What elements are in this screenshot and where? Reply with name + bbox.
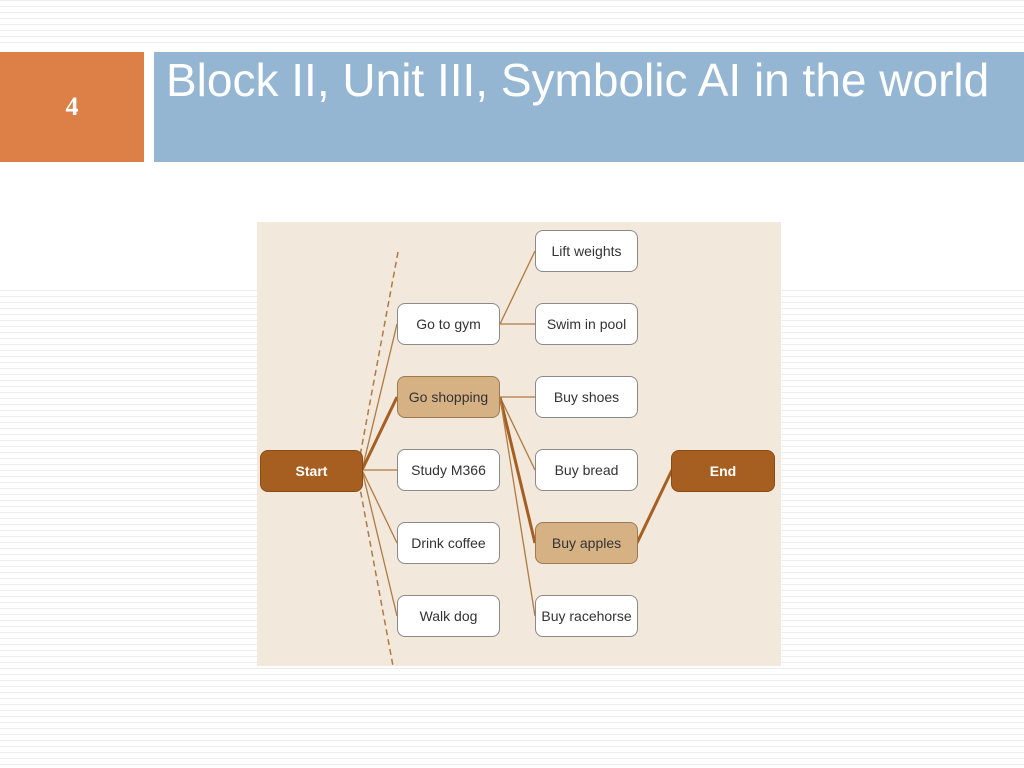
- background-lines-top: [0, 0, 1024, 48]
- edge-shopping-apples: [498, 396, 537, 544]
- node-label: Walk dog: [419, 608, 478, 624]
- edge-start-walk-dog: [361, 469, 398, 617]
- node-drink-coffee: Drink coffee: [397, 522, 500, 564]
- edge-start-go-to-gym: [361, 323, 398, 471]
- edge-gym-lift-weights: [499, 250, 536, 325]
- title-bar: Block II, Unit III, Symbolic AI in the w…: [154, 52, 1024, 162]
- edge-shopping-racehorse: [499, 396, 536, 617]
- node-label: Go shopping: [408, 389, 489, 405]
- slide-number-text: 4: [65, 92, 79, 121]
- node-swim-in-pool: Swim in pool: [535, 303, 638, 345]
- node-study: Study M366: [397, 449, 500, 491]
- node-label: Study M366: [411, 462, 486, 478]
- edge-start-drink-coffee: [361, 469, 398, 544]
- edge-start-go-shopping: [360, 396, 399, 471]
- node-buy-bread: Buy bread: [535, 449, 638, 491]
- node-buy-racehorse: Buy racehorse: [535, 595, 638, 637]
- node-buy-shoes: Buy shoes: [535, 376, 638, 418]
- dashed-divider: [356, 251, 399, 473]
- start-node: Start: [260, 450, 363, 492]
- node-label: Buy apples: [551, 535, 622, 551]
- node-label: Go to gym: [416, 316, 481, 332]
- search-tree-diagram: Start Go to gym Go shopping Study M366 D…: [257, 222, 781, 666]
- node-go-to-gym: Go to gym: [397, 303, 500, 345]
- start-node-label: Start: [295, 463, 328, 479]
- dashed-divider-lower: [356, 471, 394, 666]
- edge-shopping-bread: [499, 396, 536, 471]
- slide-title: Block II, Unit III, Symbolic AI in the w…: [166, 54, 990, 106]
- node-buy-apples: Buy apples: [535, 522, 638, 564]
- edge-apples-end: [635, 469, 674, 544]
- slide-number: 4: [0, 52, 144, 162]
- node-label: Buy shoes: [553, 389, 620, 405]
- diagram-edges: [356, 250, 674, 666]
- node-label: Buy bread: [554, 462, 619, 478]
- node-label: Lift weights: [551, 243, 622, 259]
- node-label: Buy racehorse: [541, 608, 632, 624]
- node-walk-dog: Walk dog: [397, 595, 500, 637]
- end-node-label: End: [709, 463, 737, 479]
- node-label: Drink coffee: [411, 535, 486, 551]
- end-node: End: [671, 450, 775, 492]
- node-go-shopping: Go shopping: [397, 376, 500, 418]
- node-lift-weights: Lift weights: [535, 230, 638, 272]
- node-label: Swim in pool: [546, 316, 627, 332]
